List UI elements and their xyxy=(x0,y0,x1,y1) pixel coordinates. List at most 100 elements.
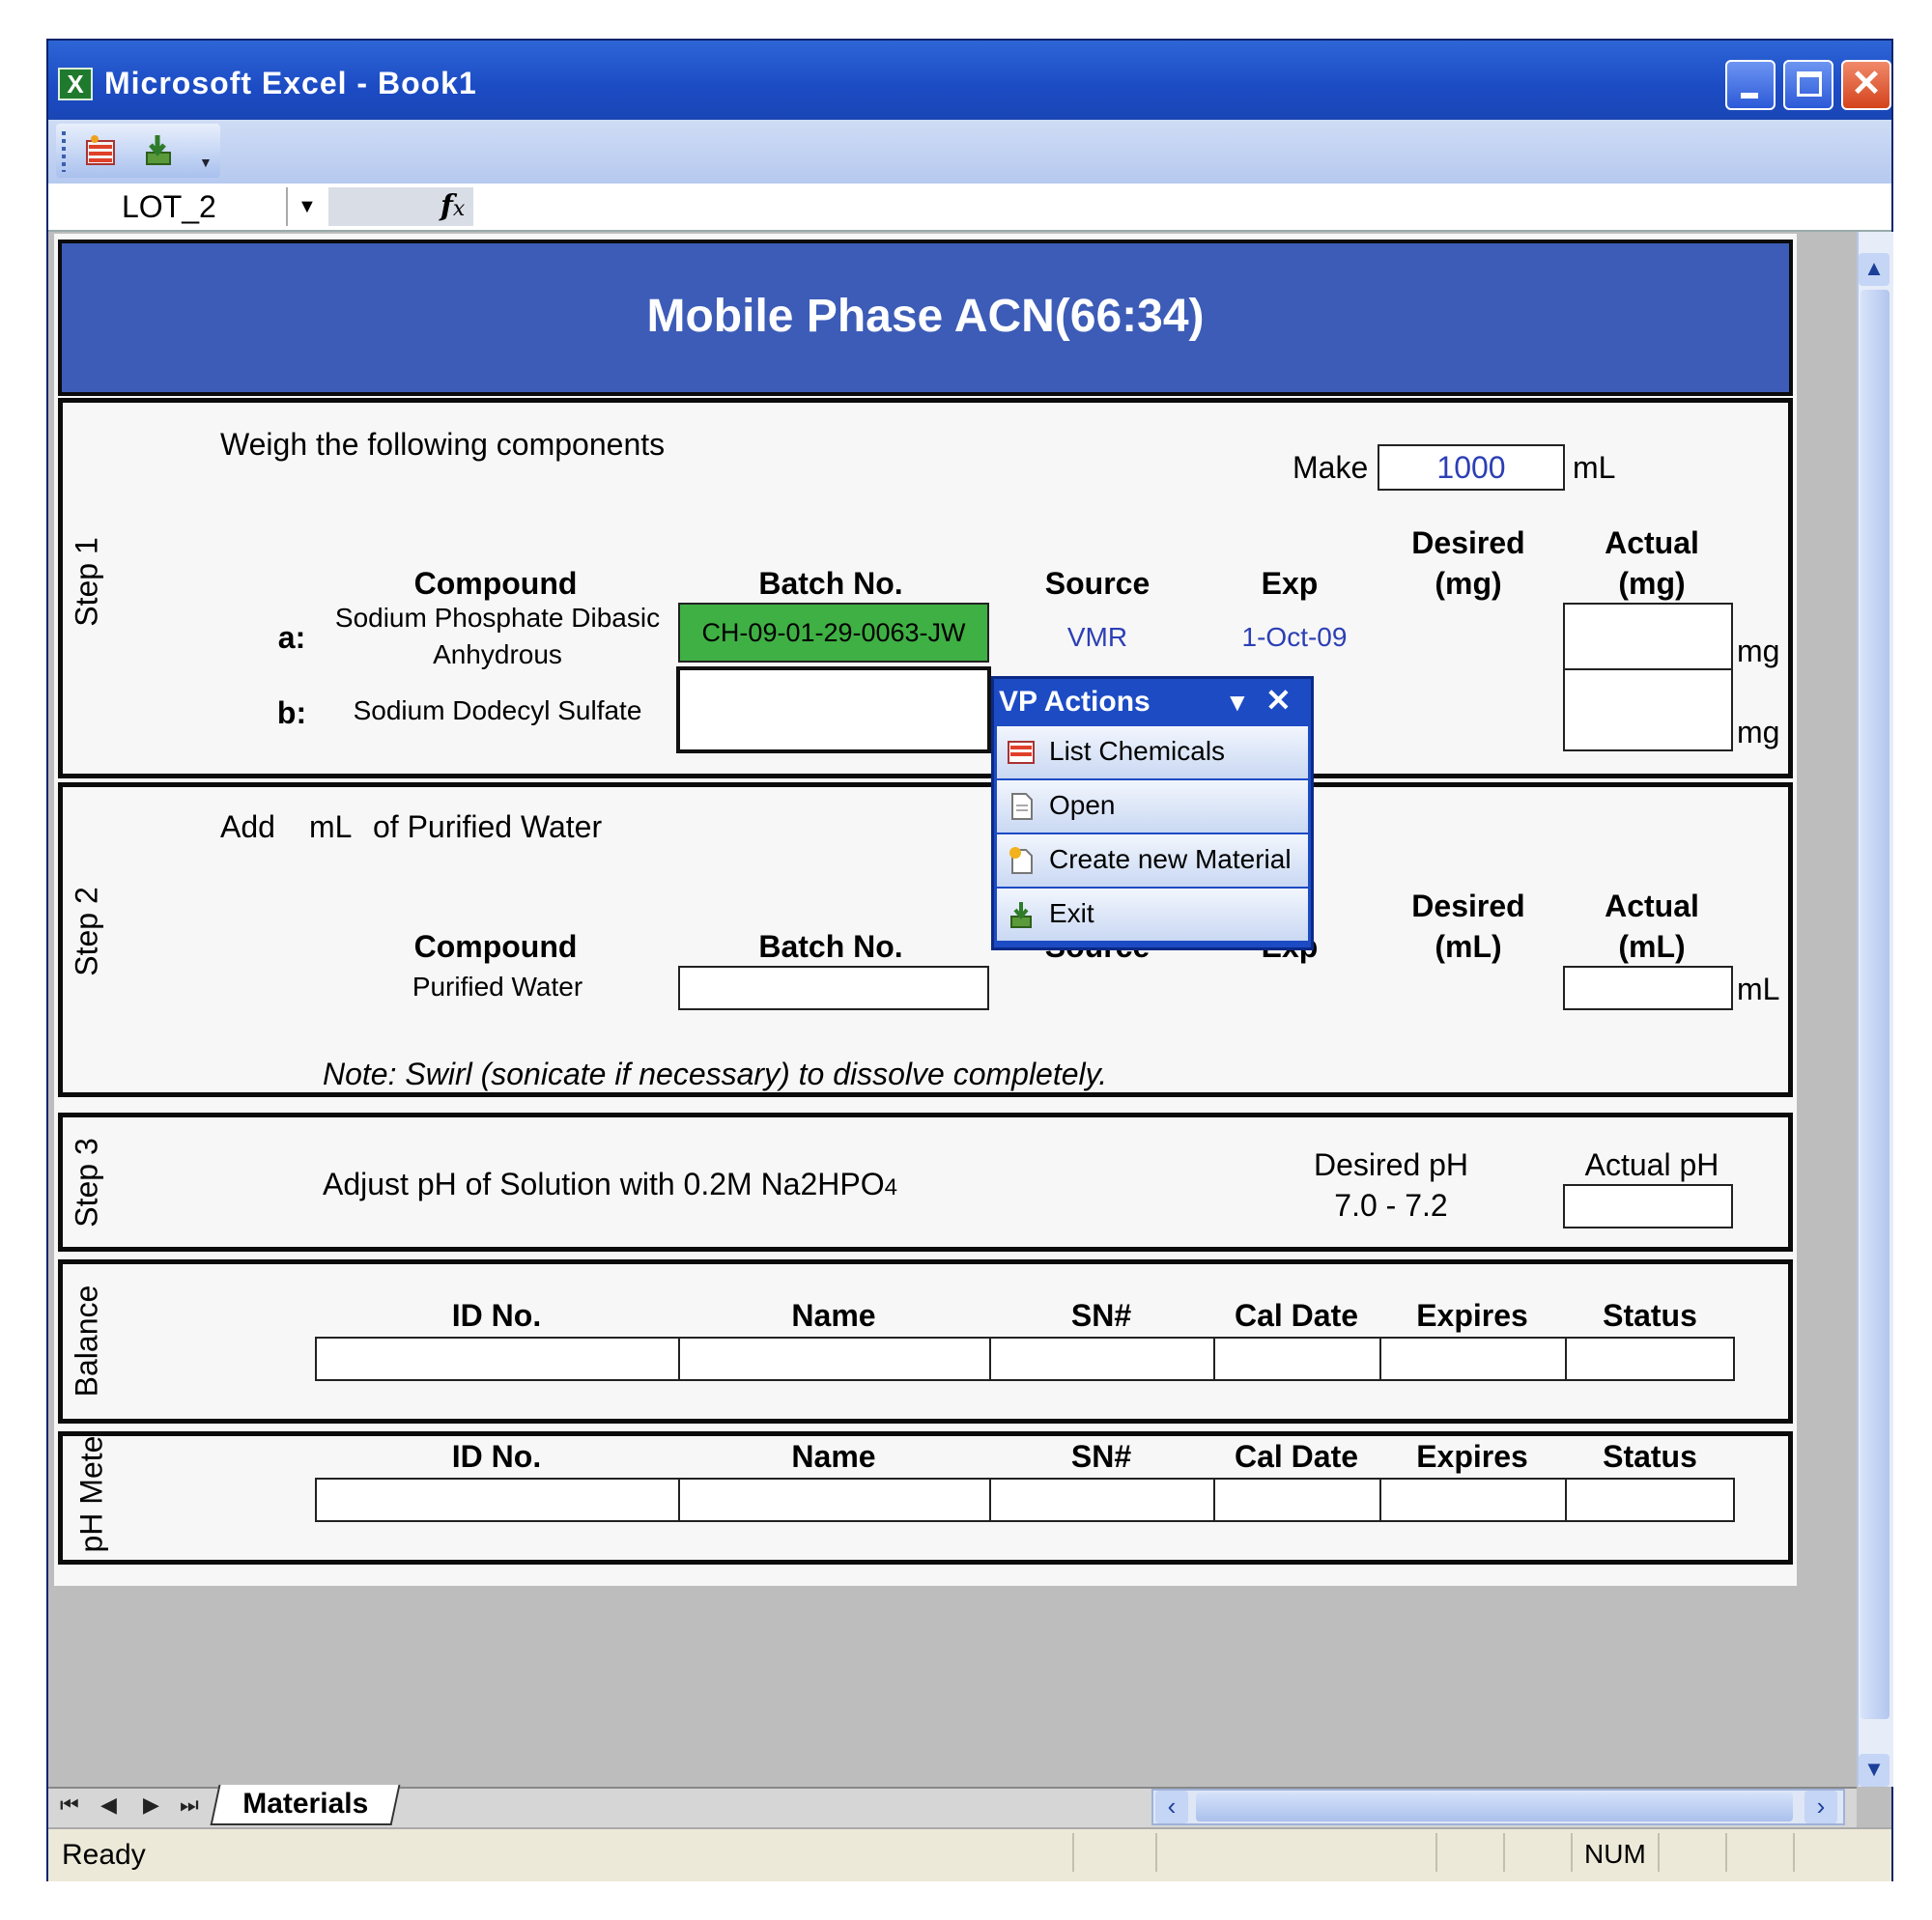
status-divider xyxy=(1571,1833,1573,1872)
step2-actual-input[interactable] xyxy=(1563,966,1733,1010)
step1-instruction: Weigh the following components xyxy=(220,427,666,462)
balance-id-input[interactable] xyxy=(315,1337,680,1381)
ph-meter-header-id: ID No. xyxy=(451,1439,542,1474)
scroll-left-icon[interactable]: ‹ xyxy=(1155,1791,1188,1823)
step2-unit-text: mL xyxy=(309,809,353,844)
minimize-icon xyxy=(1741,93,1758,99)
tab-materials[interactable]: Materials xyxy=(210,1785,401,1825)
step2-header-batch: Batch No. xyxy=(758,929,903,964)
desired-ph-value: 7.0 - 7.2 xyxy=(1334,1188,1448,1223)
make-label: Make xyxy=(1293,450,1369,485)
vertical-scroll-thumb[interactable] xyxy=(1861,290,1889,1719)
ph-meter-sn-input[interactable] xyxy=(989,1478,1215,1522)
step2-header-compound: Compound xyxy=(413,929,578,964)
ph-meter-expires-input[interactable] xyxy=(1379,1478,1567,1522)
step3-label: Step 3 xyxy=(69,1138,104,1228)
step1-header-batch: Batch No. xyxy=(758,566,903,601)
popup-close-icon[interactable]: ✕ xyxy=(1265,683,1292,718)
header-band xyxy=(58,240,1793,396)
status-divider xyxy=(1435,1833,1437,1872)
popup-item-label: Exit xyxy=(1049,898,1094,928)
ph-meter-id-input[interactable] xyxy=(315,1478,680,1522)
desired-ph-label: Desired pH xyxy=(1313,1147,1469,1182)
excel-icon[interactable]: X xyxy=(58,68,93,100)
step1-header-compound: Compound xyxy=(413,566,578,601)
balance-header-status: Status xyxy=(1603,1298,1697,1333)
balance-status-input[interactable] xyxy=(1565,1337,1735,1381)
popup-title: VP Actions xyxy=(999,686,1151,718)
maximize-button[interactable] xyxy=(1783,60,1833,110)
popup-item-list-chemicals[interactable] xyxy=(997,726,1308,778)
ph-meter-name-input[interactable] xyxy=(678,1478,991,1522)
step2-header-actual: Actual xyxy=(1605,889,1699,923)
num-lock-indicator: NUM xyxy=(1584,1839,1646,1869)
balance-sn-input[interactable] xyxy=(989,1337,1215,1381)
row-a-compound: Sodium Phosphate Dibasic xyxy=(334,603,661,633)
ph-meter-header-sn: SN# xyxy=(1070,1439,1132,1474)
chevron-down-icon[interactable]: ▼ xyxy=(298,196,317,217)
popup-menu-chevron-icon[interactable]: ▼ xyxy=(1225,688,1250,717)
step1-label: Step 1 xyxy=(69,537,104,627)
row-b-batch-input[interactable] xyxy=(676,666,991,753)
balance-header-name: Name xyxy=(791,1298,876,1333)
status-divider xyxy=(1503,1833,1505,1872)
sheet-title: Mobile Phase ACN(66:34) xyxy=(646,291,1205,342)
scroll-down-icon[interactable]: ▼ xyxy=(1859,1754,1889,1787)
scroll-right-icon[interactable]: › xyxy=(1804,1791,1837,1823)
popup-item-create-new-material[interactable] xyxy=(997,834,1308,887)
balance-header-expires: Expires xyxy=(1416,1298,1528,1333)
popup-item-exit[interactable] xyxy=(997,889,1308,941)
list-chemicals-icon[interactable] xyxy=(83,133,120,168)
exit-icon[interactable] xyxy=(139,133,176,168)
popup-item-label: Open xyxy=(1049,790,1116,820)
next-sheet-icon[interactable]: ▶ xyxy=(143,1793,159,1817)
first-sheet-icon[interactable]: ⏮ xyxy=(60,1793,79,1817)
name-box[interactable] xyxy=(56,187,288,226)
name-box-value: LOT_2 xyxy=(122,189,216,224)
horizontal-scroll-thumb[interactable] xyxy=(1196,1793,1793,1821)
ph-meter-cal-date-input[interactable] xyxy=(1213,1478,1381,1522)
popup-item-open[interactable] xyxy=(997,780,1308,833)
step1-header-actual-unit: (mg) xyxy=(1618,566,1686,601)
window-title: Microsoft Excel - Book1 xyxy=(104,66,477,100)
step1-header-actual: Actual xyxy=(1605,525,1699,560)
make-volume-input[interactable]: 1000 xyxy=(1378,444,1565,491)
ph-meter-header-status: Status xyxy=(1603,1439,1697,1474)
toolbar-grip[interactable] xyxy=(62,131,66,172)
actual-ph-input[interactable] xyxy=(1563,1184,1733,1228)
step2-label: Step 2 xyxy=(69,887,104,976)
row-a-source: VMR xyxy=(1066,622,1128,652)
exit-icon xyxy=(1010,902,1032,928)
step2-batch-input[interactable] xyxy=(678,966,989,1010)
balance-expires-input[interactable] xyxy=(1379,1337,1567,1381)
minimize-button[interactable] xyxy=(1725,60,1776,110)
scroll-up-icon[interactable]: ▲ xyxy=(1859,253,1889,286)
balance-name-input[interactable] xyxy=(678,1337,991,1381)
tab-materials-label: Materials xyxy=(242,1788,369,1820)
last-sheet-icon[interactable]: ⏭ xyxy=(180,1793,199,1817)
step2-note: Note: Swirl (sonicate if necessary) to d… xyxy=(323,1057,1108,1091)
step2-add-text: Add xyxy=(220,809,275,844)
balance-cal-date-input[interactable] xyxy=(1213,1337,1381,1381)
formula-bar-separator xyxy=(328,187,473,226)
title-bar[interactable] xyxy=(48,41,1891,120)
toolbar-overflow-icon[interactable]: ▼ xyxy=(199,155,213,170)
step3-instruction: Adjust pH of Solution with 0.2M Na2HPO4 xyxy=(323,1167,897,1202)
row-a-batch-input[interactable]: CH-09-01-29-0063-JW xyxy=(678,603,989,663)
step3-instruction-text: Adjust pH of Solution with 0.2M Na2HPO xyxy=(323,1167,885,1201)
function-icon[interactable]: fx xyxy=(440,189,466,223)
step2-header-actual-unit: (mL) xyxy=(1618,929,1686,964)
status-divider xyxy=(1725,1833,1727,1872)
status-bar xyxy=(48,1827,1891,1881)
previous-sheet-icon[interactable]: ◀ xyxy=(100,1793,117,1817)
ph-meter-label: pH Meter xyxy=(73,1431,109,1553)
row-a-actual-input[interactable] xyxy=(1563,603,1733,670)
step1-header-desired-unit: (mg) xyxy=(1435,566,1502,601)
ph-meter-status-input[interactable] xyxy=(1565,1478,1735,1522)
popup-item-label: Create new Material xyxy=(1049,844,1292,874)
close-button[interactable]: ✕ xyxy=(1841,60,1891,110)
row-a-unit: mg xyxy=(1737,634,1780,668)
row-b-actual-input[interactable] xyxy=(1563,668,1733,751)
list-chemicals-icon xyxy=(1008,741,1035,764)
popup-item-label: List Chemicals xyxy=(1049,736,1226,766)
